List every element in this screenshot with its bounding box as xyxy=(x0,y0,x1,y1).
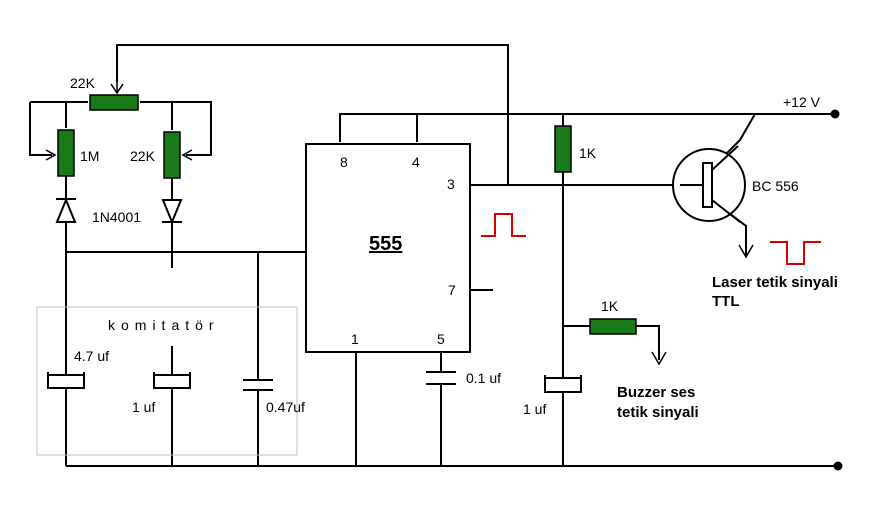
buzzer-arrow-icon xyxy=(651,351,667,366)
label-c3: 0.47uf xyxy=(266,399,305,415)
capacitor-047uf xyxy=(243,379,273,391)
pot-wiper-arrow-icon xyxy=(110,83,124,95)
laser-arrow-icon xyxy=(738,244,754,259)
supply-terminal xyxy=(830,109,840,119)
capacitor-01uf xyxy=(426,371,456,385)
diodes xyxy=(55,197,183,225)
label-c4: 0.1 uf xyxy=(466,370,501,386)
label-c2: 1 uf xyxy=(132,399,155,415)
label-pin5: 5 xyxy=(437,331,445,347)
label-diode: 1N4001 xyxy=(92,209,141,225)
label-c1: 4.7 uf xyxy=(74,348,109,364)
resistor-1k-buzzer xyxy=(589,318,637,335)
resistor-22k-right xyxy=(163,131,181,179)
resistor-1m xyxy=(57,129,75,177)
label-r-1k-top: 1K xyxy=(579,145,597,161)
capacitor-1uf-left xyxy=(153,372,191,389)
label-ic: 555 xyxy=(369,233,402,255)
supply-rail xyxy=(339,113,834,142)
pulse-low-icon xyxy=(770,241,821,265)
transistor-base xyxy=(702,162,713,208)
label-transistor: BC 556 xyxy=(752,178,799,194)
resistor-1k-pullup xyxy=(554,125,572,173)
label-komitator: komitatör xyxy=(108,317,220,333)
label-pin8: 8 xyxy=(340,154,348,170)
label-pin7: 7 xyxy=(448,282,456,298)
resistor-22k-top xyxy=(89,94,139,111)
label-r-left: 1M xyxy=(80,148,99,164)
label-pin3: 3 xyxy=(447,176,455,192)
label-r-right: 22K xyxy=(130,148,156,164)
label-r-1k-buzzer: 1K xyxy=(601,298,619,314)
label-r-top: 22K xyxy=(70,75,96,91)
pot-wiper-arrow-left-icon xyxy=(45,149,57,161)
ic-555 xyxy=(305,143,471,353)
label-c5: 1 uf xyxy=(523,401,546,417)
pot-wiper-arrow-right-icon xyxy=(181,149,193,161)
komitator-frame xyxy=(36,306,298,456)
label-pin1: 1 xyxy=(351,331,359,347)
label-pin4: 4 xyxy=(412,154,420,170)
label-laser-line1: Laser tetik sinyali xyxy=(712,274,838,291)
pulse-high-icon xyxy=(481,213,526,237)
capacitor-4-7uf xyxy=(47,372,85,389)
transistor-bc556 xyxy=(672,145,746,223)
label-buzzer-line2: tetik sinyali xyxy=(617,404,699,421)
wires xyxy=(29,44,843,471)
capacitor-1uf-right xyxy=(544,375,582,393)
label-laser-line2: TTL xyxy=(712,293,740,310)
diode-right-icon xyxy=(161,199,183,225)
label-supply: +12 V xyxy=(783,94,821,110)
diode-left-icon xyxy=(55,197,77,223)
ground-terminal xyxy=(833,461,843,471)
resistors xyxy=(45,82,637,335)
capacitors xyxy=(47,371,582,393)
label-buzzer-line1: Buzzer ses xyxy=(617,384,695,401)
